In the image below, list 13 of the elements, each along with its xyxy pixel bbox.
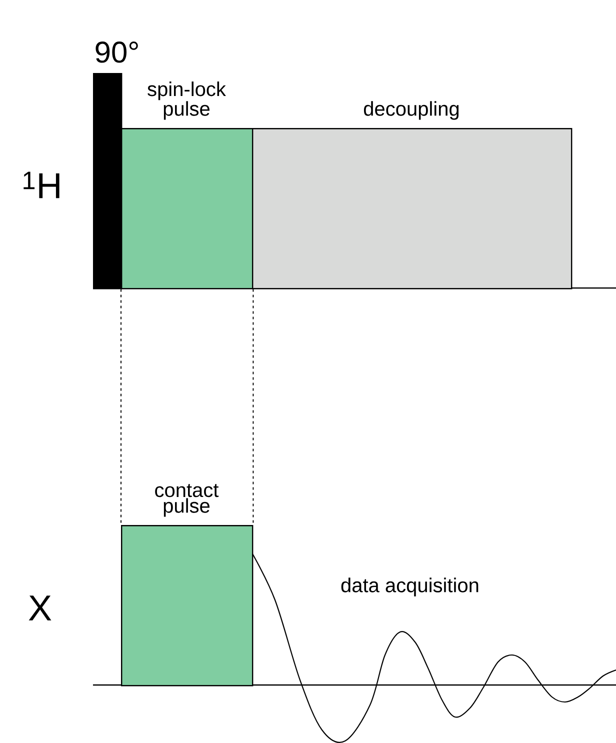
pulse-angle: 90° bbox=[96, 42, 138, 63]
pulse-box: decoupling bbox=[252, 101, 572, 290]
channel-label: $^{1}$H bbox=[24, 172, 60, 198]
pulse-box: contact pulse bbox=[121, 484, 254, 686]
node-label: decoupling bbox=[364, 101, 459, 120]
channel-label: X bbox=[28, 596, 52, 620]
signal-label: data acquisition bbox=[341, 578, 478, 596]
node-label: contact pulse bbox=[155, 484, 219, 517]
node-label: spin-lock pulse bbox=[148, 82, 226, 120]
alignment-line bbox=[252, 288, 254, 526]
pulse-bar bbox=[93, 73, 122, 290]
pulse-box: spin-lock pulse bbox=[121, 82, 254, 290]
alignment-line bbox=[120, 288, 122, 526]
